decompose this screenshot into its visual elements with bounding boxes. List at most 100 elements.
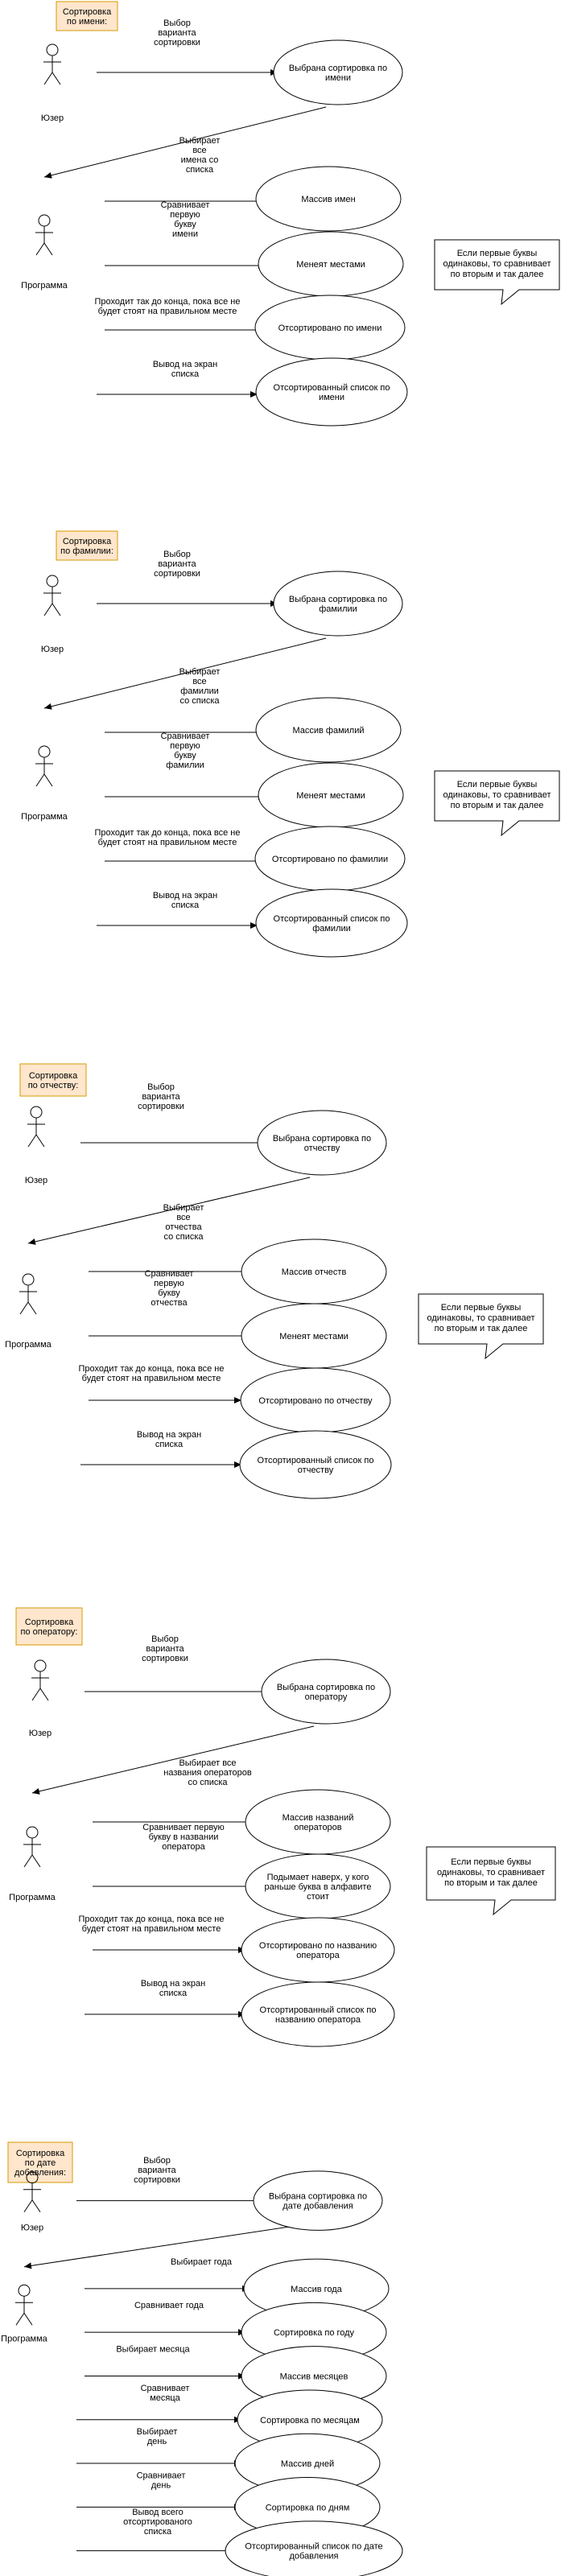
actor-leg-left <box>31 1688 41 1701</box>
use-case-label-line: Массив месяцев <box>280 2372 348 2381</box>
use-case-node <box>255 166 402 232</box>
actor-head <box>46 43 59 56</box>
flow-label-line: букву <box>174 751 196 760</box>
flow-label-line: первую <box>154 1279 184 1288</box>
flow-label-line: Выбор <box>147 1082 175 1092</box>
use-case-label: Менеят местами <box>296 791 365 801</box>
flow-label-line: варианта <box>158 28 196 38</box>
use-case-label-line: Выбрана сортировка по <box>277 1683 375 1692</box>
flow-label-line: будет стоят на правильном месте <box>82 1924 221 1934</box>
section-2 <box>43 530 560 958</box>
user-actor-label: Юзер <box>29 1729 52 1738</box>
use-case-label-line: Отсортировано по названию <box>259 1941 377 1951</box>
use-case-label-line: имени <box>325 73 351 83</box>
flow-label-line: варианта <box>138 2166 176 2175</box>
use-case-label: Сортировка по дням <box>266 2503 350 2512</box>
flow-label-line: Выбор <box>151 1634 179 1644</box>
actor-leg-right <box>52 603 61 616</box>
flow-label: Проходит так до конца, пока все небудет … <box>95 828 241 847</box>
flow-label-line: списка <box>155 1440 184 1449</box>
use-case-label-line: фамилии <box>319 604 357 614</box>
flow-label-line: Сравнивает первую <box>142 1823 224 1832</box>
flow-label-line: Выбирает все <box>179 1758 236 1768</box>
flow-label-line: сортировки <box>154 569 200 579</box>
flow-label-line: варианта <box>142 1092 180 1102</box>
actor-leg-right <box>35 1134 45 1148</box>
flow-label-line: Выбирает <box>137 2427 178 2437</box>
user-actor-label: Юзер <box>41 645 64 654</box>
flow-arrow <box>43 106 327 179</box>
flow-label-line: Вывод на экран <box>153 891 217 901</box>
flow-label-line: Выбор <box>143 2156 171 2166</box>
flow-label-line: Сравнивает <box>137 2471 186 2480</box>
actor-leg-right <box>39 1688 49 1701</box>
use-case-label-line: Выбрана сортировка по <box>289 595 387 604</box>
use-case-node <box>225 2520 403 2576</box>
actor-leg-left <box>43 603 53 616</box>
use-case-label: Менеят местами <box>279 1332 348 1342</box>
flow-label-line: первую <box>170 741 200 751</box>
note-text-line: одинаковы, то сравнивает <box>427 1313 534 1323</box>
use-case-label-line: Массив дней <box>281 2459 334 2469</box>
flow-label-line: варианта <box>146 1644 184 1654</box>
section-title-box <box>56 1 118 31</box>
flow-label-line: Выбор <box>163 550 191 559</box>
user-actor: Юзер <box>41 43 64 123</box>
note-text-line: одинаковы, то сравнивает <box>443 259 551 269</box>
flow-label: Сравнивает года <box>134 2301 204 2310</box>
flow-label-line: со списка <box>188 1778 228 1787</box>
use-case-label-line: операторов <box>294 1823 341 1832</box>
section-title-line: по отчеству: <box>28 1081 79 1090</box>
actor-leg-right <box>31 2199 41 2213</box>
flow-arrow <box>43 637 327 710</box>
use-case-label-line: добавления <box>289 2552 338 2562</box>
flow-label-line: будет стоят на правильном месте <box>98 838 237 847</box>
note-callout <box>418 1293 544 1360</box>
note-text-line: по вторым и так далее <box>451 801 544 810</box>
flow-label-line: день <box>147 2437 167 2446</box>
use-case-label-line: Отсортировано по отчеству <box>258 1396 373 1406</box>
use-case-label-line: Подымает наверх, у кого <box>267 1873 369 1882</box>
use-case-label: Массив отчеств <box>282 1267 347 1277</box>
user-actor: Юзер <box>41 575 64 654</box>
use-case-label: Массив года <box>291 2285 343 2294</box>
user-actor-label: Юзер <box>41 113 64 123</box>
flow-label-line: Выбирает <box>179 667 221 677</box>
use-case-label-line: имени <box>319 393 344 402</box>
flow-label-line: со списка <box>179 696 220 706</box>
flow-label-line: сортировки <box>154 38 200 47</box>
flow-label-line: букву <box>174 220 196 229</box>
flow-label-line: Сравнивает <box>161 732 210 741</box>
flow-arrow <box>31 1725 315 1795</box>
section-title-line: Сортировка <box>29 1071 78 1081</box>
section-title-line: по оператору: <box>21 1627 78 1637</box>
section-title-box <box>7 2141 73 2183</box>
use-case-node <box>255 357 408 427</box>
use-case-label-line: оператору <box>305 1692 348 1702</box>
note-callout <box>434 239 560 306</box>
flow-label-line: Сравнивает <box>145 1269 194 1279</box>
note-callout <box>426 1846 556 1916</box>
section-title-line: Сортировка <box>63 537 112 546</box>
use-case-label-line: Отсортировано по имени <box>278 324 382 333</box>
